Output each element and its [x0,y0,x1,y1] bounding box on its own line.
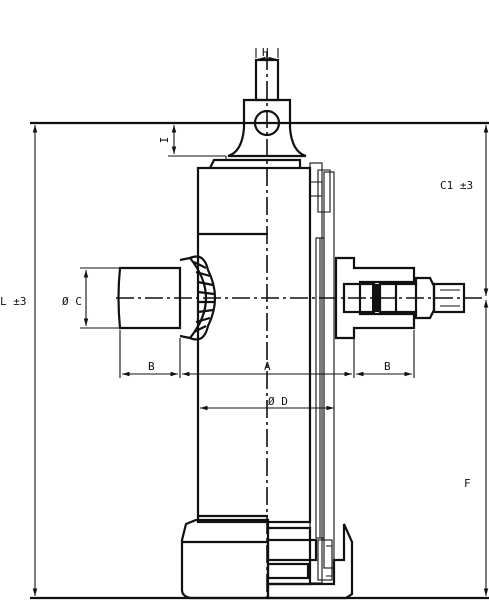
label-c: Ø C [62,295,82,308]
label-b-left: B [148,360,155,373]
label-b-right: B [384,360,391,373]
dimension-f: F [464,300,489,596]
label-i: I [158,137,171,144]
label-d: Ø D [268,395,288,408]
label-h: H [262,46,269,59]
label-a: A [264,360,271,373]
dimension-b-a-b: B A B [119,330,415,378]
dimension-i: I [158,124,226,157]
dimension-d: Ø D [200,395,334,411]
dimension-c: Ø C [62,267,120,329]
cylinder-barrel [196,156,312,524]
dimension-l: L ±3 [0,124,38,596]
barrel-wall-section [309,162,335,584]
dimension-c1: C1 ±3 [440,124,489,296]
bottom-end-cap [180,518,354,600]
label-l: L ±3 [0,295,27,308]
center-lines [116,52,486,598]
label-c1: C1 ±3 [440,179,473,192]
dimension-h: H [255,46,279,62]
dimension-frame [30,121,489,600]
label-f: F [464,477,471,490]
